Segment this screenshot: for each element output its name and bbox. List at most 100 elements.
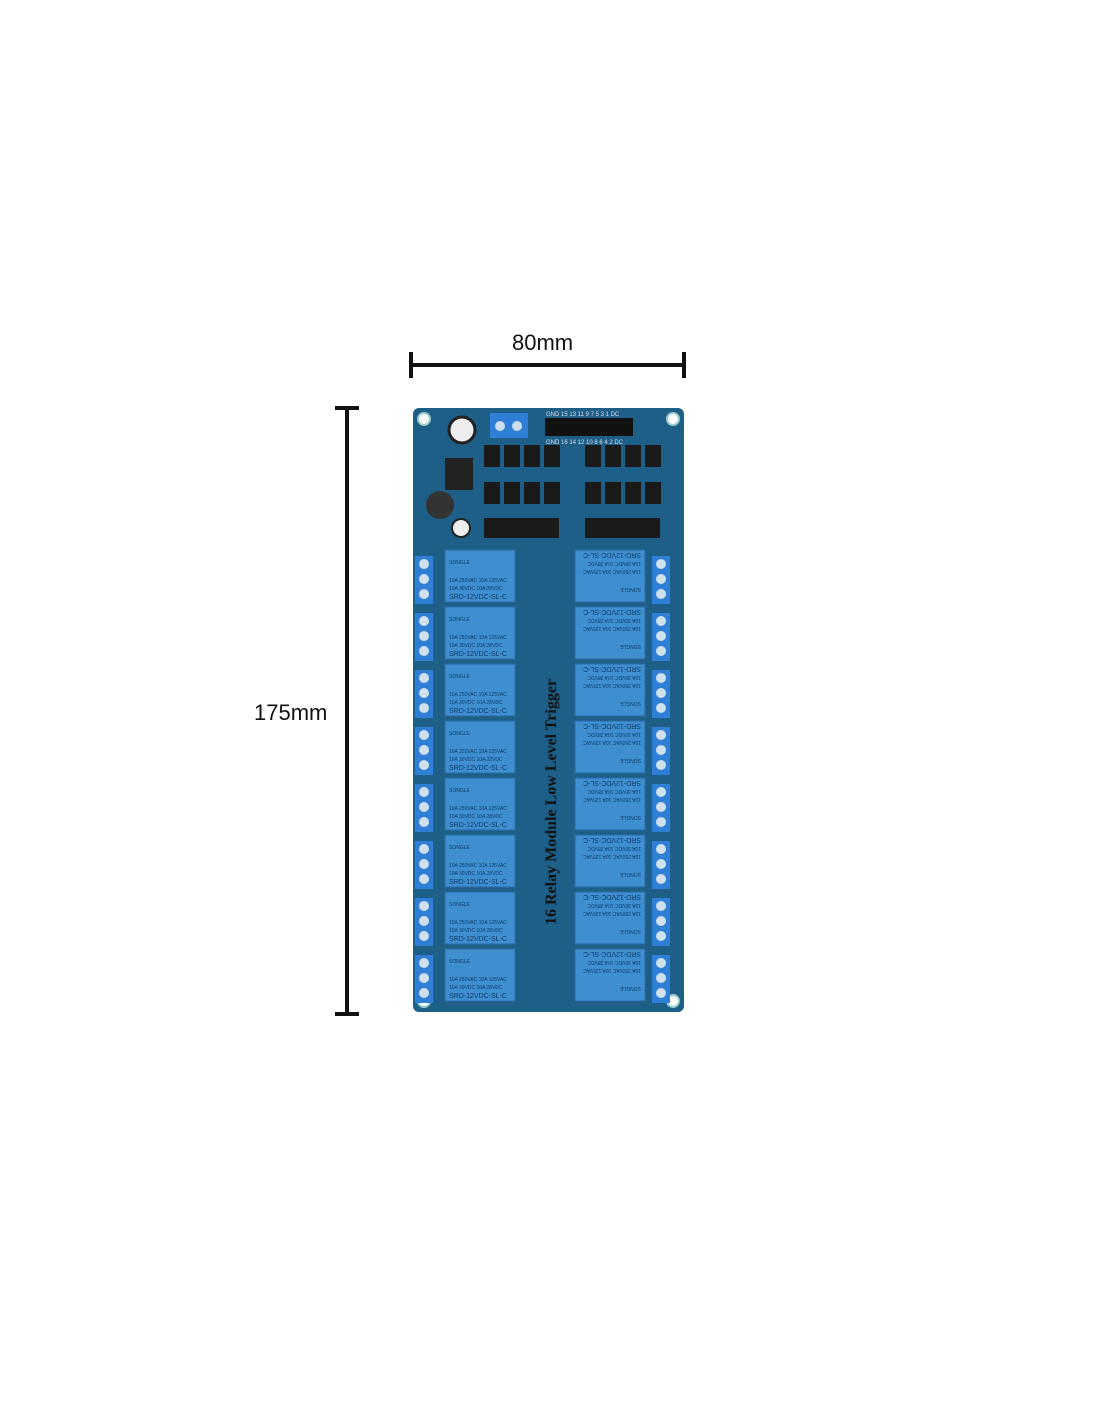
screw-icon — [419, 703, 429, 713]
optocoupler-chip — [484, 445, 500, 467]
optocoupler-chip — [625, 482, 641, 504]
relay-label: 10A 30VDC 10A 28VDC — [587, 560, 641, 566]
screw-icon — [419, 574, 429, 584]
screw-icon — [656, 703, 666, 713]
screw-icon — [656, 874, 666, 884]
screw-icon — [656, 730, 666, 740]
ic-chip — [585, 518, 660, 538]
relay-label: 10A 250VAC 10A 125VAC — [583, 682, 641, 688]
relay-label: 10A 30VDC 10A 28VDC — [449, 757, 503, 763]
screw-icon — [419, 901, 429, 911]
relay-label: SRD-12VDC-SL-C — [583, 779, 641, 786]
relay-label: 10A 30VDC 10A 28VDC — [587, 788, 641, 794]
relay-label: SONGLE — [619, 643, 641, 649]
relay-label: SONGLE — [449, 788, 471, 794]
relay-label: 10A 250VAC 10A 125VAC — [449, 920, 507, 926]
height-dimension-arrow — [335, 406, 359, 1016]
screw-icon — [419, 817, 429, 827]
relay-13: SONGLE 10A 250VAC 10A 125VAC 10A 30VDC 10A… — [574, 777, 670, 832]
screw-icon — [656, 745, 666, 755]
relay-label: 10A 30VDC 10A 28VDC — [587, 617, 641, 623]
relay-label: SRD-12VDC-SL-C — [449, 993, 507, 1000]
optocoupler-chip — [605, 445, 621, 467]
optocoupler-chip — [645, 445, 661, 467]
screw-icon — [419, 859, 429, 869]
relay-label: 10A 30VDC 10A 28VDC — [449, 643, 503, 649]
screw-icon — [656, 688, 666, 698]
width-dimension-arrow — [409, 352, 686, 378]
screw-icon — [419, 673, 429, 683]
relay-label: SRD-12VDC-SL-C — [449, 936, 507, 943]
optocoupler-chip — [625, 445, 641, 467]
relay-2: SONGLE 10A 250VAC 10A 125VAC 10A 30VDC 10A… — [415, 606, 516, 661]
relay-label: 10A 30VDC 10A 28VDC — [449, 985, 503, 991]
screw-icon — [419, 973, 429, 983]
inductor — [426, 491, 454, 519]
optocoupler-chip — [544, 445, 560, 467]
relay-label: SONGLE — [449, 674, 471, 680]
optocoupler-chip — [585, 445, 601, 467]
screw-icon — [656, 973, 666, 983]
relay-label: SONGLE — [619, 700, 641, 706]
relay-label: 10A 30VDC 10A 28VDC — [449, 700, 503, 706]
screw-icon — [419, 688, 429, 698]
relay-label: SONGLE — [449, 617, 471, 623]
optocoupler-chip — [504, 445, 520, 467]
optocoupler-chip — [524, 482, 540, 504]
capacitor — [447, 415, 477, 445]
relay-label: 10A 250VAC 10A 125VAC — [449, 635, 507, 641]
header-pins-bottom-label: GND 16 14 12 10 8 6 4 2 DC — [546, 440, 624, 446]
relay-label: SONGLE — [449, 560, 471, 566]
screw-icon — [419, 874, 429, 884]
screw-icon — [656, 901, 666, 911]
relay-label: 10A 250VAC 10A 125VAC — [583, 967, 641, 973]
board-title: 16 Relay Module Low Level Trigger — [543, 679, 560, 925]
screw-icon — [656, 859, 666, 869]
screw-icon — [656, 574, 666, 584]
relay-label: SRD-12VDC-SL-C — [583, 950, 641, 957]
relay-label: 10A 250VAC 10A 125VAC — [583, 625, 641, 631]
relay-4: SONGLE 10A 250VAC 10A 125VAC 10A 30VDC 10A… — [415, 720, 516, 775]
screw-icon — [419, 589, 429, 599]
relay-label: SRD-12VDC-SL-C — [449, 708, 507, 715]
optocoupler-chip — [544, 482, 560, 504]
relay-label: SONGLE — [619, 757, 641, 763]
screw-icon — [419, 559, 429, 569]
relay-label: SRD-12VDC-SL-C — [449, 594, 507, 601]
screw-icon — [419, 745, 429, 755]
relay-label: 10A 30VDC 10A 28VDC — [449, 814, 503, 820]
relay-label: SRD-12VDC-SL-C — [583, 551, 641, 558]
screw-icon — [419, 916, 429, 926]
relay-label: SRD-12VDC-SL-C — [449, 651, 507, 658]
optocouplers — [484, 445, 661, 538]
relay-label: SONGLE — [619, 814, 641, 820]
width-dimension-label: 80mm — [512, 330, 574, 355]
relay-10: SONGLE 10A 250VAC 10A 125VAC 10A 30VDC 10A… — [574, 606, 670, 661]
relay-label: SONGLE — [619, 928, 641, 934]
screw-icon — [419, 988, 429, 998]
relay-label: 10A 250VAC 10A 125VAC — [449, 578, 507, 584]
relay-label: 10A 250VAC 10A 125VAC — [449, 749, 507, 755]
screw-icon — [419, 802, 429, 812]
screw-icon — [656, 802, 666, 812]
relay-label: SONGLE — [449, 902, 471, 908]
screw-icon — [656, 646, 666, 656]
relay-label: 10A 250VAC 10A 125VAC — [583, 796, 641, 802]
optocoupler-chip — [484, 482, 500, 504]
optocoupler-chip — [524, 445, 540, 467]
screw-icon — [656, 844, 666, 854]
capacitor — [451, 518, 471, 538]
relay-label: 10A 250VAC 10A 125VAC — [583, 739, 641, 745]
screw-icon — [419, 958, 429, 968]
screw-icon — [656, 589, 666, 599]
relay-label: SONGLE — [449, 731, 471, 737]
relay-label: 10A 250VAC 10A 125VAC — [583, 910, 641, 916]
relay-label: 10A 250VAC 10A 125VAC — [583, 568, 641, 574]
